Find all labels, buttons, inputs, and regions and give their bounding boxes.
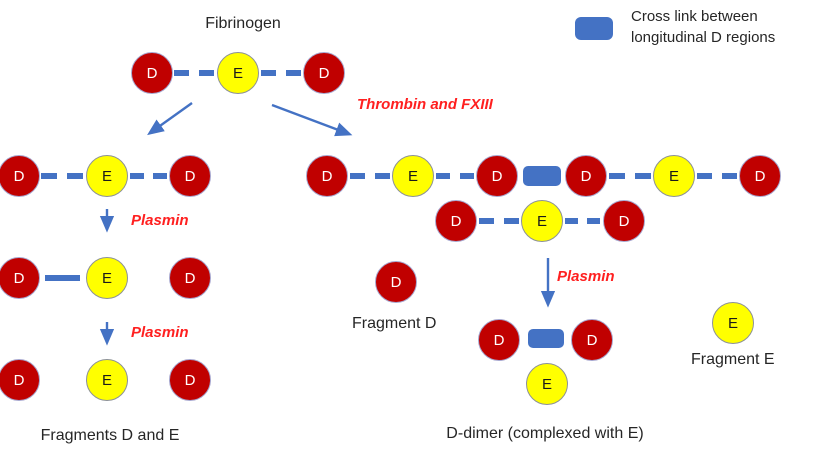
fragment-d-node: D (375, 261, 417, 303)
e-region-node: E (86, 155, 128, 197)
d-region-node: D (603, 200, 645, 242)
e-region-node: E (653, 155, 695, 197)
d-dimer-e-node: E (526, 363, 568, 405)
thrombin-fxiii-label: Thrombin and FXIII (357, 96, 493, 113)
d-region-node: D (0, 359, 40, 401)
fragment-d-label: Fragment D (352, 315, 437, 332)
crosslink-bar (528, 329, 564, 348)
crosslink-legend-text: Cross link between longitudinal D region… (631, 6, 775, 48)
crosslink-legend-swatch (575, 17, 613, 40)
d-region-node: D (565, 155, 607, 197)
d-region-node: D (306, 155, 348, 197)
d-region-node: D (435, 200, 477, 242)
d-region-node: D (303, 52, 345, 94)
d-dimer-label: D-dimer (complexed with E) (446, 425, 644, 442)
d-region-node: D (169, 359, 211, 401)
e-region-node: E (86, 359, 128, 401)
legend-line-1: Cross link between (631, 8, 758, 25)
e-region-node: E (86, 257, 128, 299)
diagram-title: Fibrinogen (205, 15, 281, 32)
d-dimer-left-node: D (478, 319, 520, 361)
legend-line-2: longitudinal D regions (631, 29, 776, 46)
fragments-d-and-e-label: Fragments D and E (40, 427, 180, 444)
fragment-e-node: E (712, 302, 754, 344)
e-region-node: E (392, 155, 434, 197)
d-region-node: D (476, 155, 518, 197)
arrow-to-fragments-branch (147, 102, 193, 136)
d-region-node: D (169, 155, 211, 197)
d-region-node: D (0, 155, 40, 197)
arrow-to-fibrin-branch (271, 103, 353, 137)
d-region-node: D (131, 52, 173, 94)
d-region-node: D (739, 155, 781, 197)
e-region-node: E (521, 200, 563, 242)
plasmin-label-1: Plasmin (131, 212, 189, 229)
d-region-node: D (169, 257, 211, 299)
plasmin-label-3: Plasmin (557, 268, 615, 285)
fragment-e-label: Fragment E (691, 351, 775, 368)
plasmin-label-2: Plasmin (131, 324, 189, 341)
crosslink-bar (523, 166, 561, 186)
e-region-node: E (217, 52, 259, 94)
d-region-node: D (0, 257, 40, 299)
d-dimer-right-node: D (571, 319, 613, 361)
